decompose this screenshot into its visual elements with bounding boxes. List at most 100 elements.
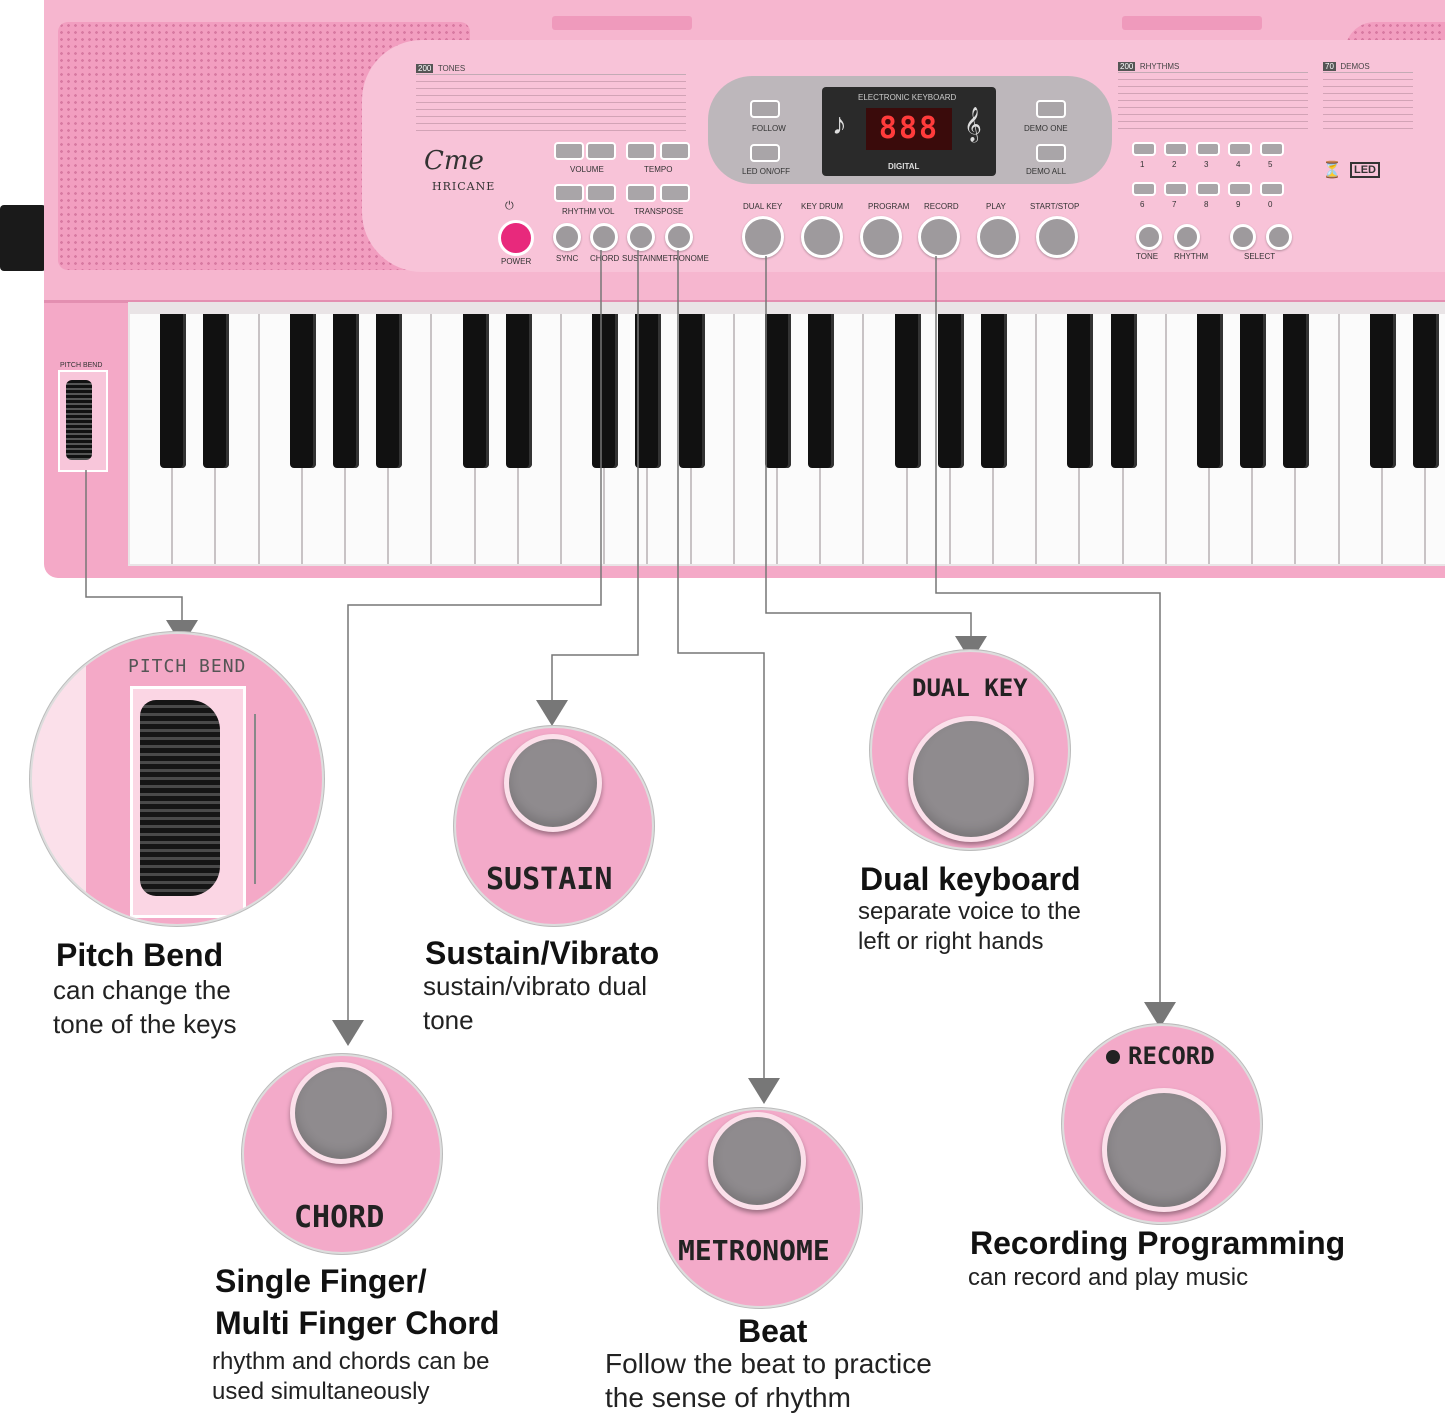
metronome-button[interactable]	[665, 223, 693, 251]
sustain-desc-1: sustain/vibrato dual	[423, 971, 648, 1001]
tempo-down-button[interactable]	[626, 142, 656, 160]
black-key[interactable]	[1283, 314, 1310, 468]
pitch-bend-wheel[interactable]	[66, 380, 92, 460]
black-key[interactable]	[462, 314, 489, 468]
program-button[interactable]	[860, 216, 902, 258]
play-button[interactable]	[977, 216, 1019, 258]
number-key-6[interactable]	[1132, 182, 1156, 196]
metronome-zoom-button	[708, 1112, 806, 1210]
chord-desc-2: used simultaneously	[212, 1378, 430, 1405]
number-key-4[interactable]	[1228, 142, 1252, 156]
record-zoom: RECORD	[1062, 1024, 1262, 1224]
program-label: PROGRAM	[868, 202, 910, 211]
number-key-9[interactable]	[1228, 182, 1252, 196]
record-button[interactable]	[918, 216, 960, 258]
number-key-5[interactable]	[1260, 142, 1284, 156]
number-key-label: 0	[1268, 200, 1273, 209]
select-up-button[interactable]	[1266, 224, 1292, 250]
rhythm-select-button[interactable]	[1174, 224, 1200, 250]
black-key[interactable]	[937, 314, 964, 468]
display-header: ELECTRONIC KEYBOARD	[858, 93, 957, 102]
number-key-label: 3	[1204, 160, 1209, 169]
start-stop-button[interactable]	[1036, 216, 1078, 258]
black-key[interactable]	[678, 314, 705, 468]
chord-button[interactable]	[590, 223, 618, 251]
black-key[interactable]	[333, 314, 359, 468]
keyboard-strap	[0, 205, 46, 271]
demo-one-button[interactable]	[1036, 100, 1066, 118]
number-key-8[interactable]	[1196, 182, 1220, 196]
metronome-zoom-label: METRONOME	[678, 1234, 830, 1267]
tone-label: TONE	[1136, 252, 1159, 261]
music-stand-slot	[552, 16, 692, 30]
rhythm-label: RHYTHM	[1174, 252, 1209, 261]
transpose-down-button[interactable]	[626, 184, 656, 202]
follow-button[interactable]	[750, 100, 780, 118]
number-key-0[interactable]	[1260, 182, 1284, 196]
rhythms-header: 200 RHYTHMS	[1118, 62, 1180, 71]
key-drum-label: KEY DRUM	[801, 202, 844, 211]
demos-header: 70 DEMOS	[1323, 62, 1370, 71]
rhythm-vol-down-button[interactable]	[554, 184, 584, 202]
black-key[interactable]	[981, 314, 1007, 468]
power-button[interactable]	[498, 220, 534, 256]
select-down-button[interactable]	[1230, 224, 1256, 250]
sustain-desc-2: tone	[423, 1005, 474, 1035]
black-key[interactable]	[1240, 314, 1267, 468]
number-key-label: 8	[1204, 200, 1209, 209]
sync-button[interactable]	[553, 223, 581, 251]
arrow-metronome	[748, 1078, 780, 1104]
rhythm-vol-up-button[interactable]	[586, 184, 616, 202]
led-label: LED ON/OFF	[742, 167, 791, 176]
black-key[interactable]	[376, 314, 403, 468]
black-key[interactable]	[505, 314, 532, 468]
volume-up-button[interactable]	[586, 142, 616, 160]
chord-zoom: CHORD	[242, 1054, 442, 1254]
tones-list	[416, 74, 686, 133]
tone-select-button[interactable]	[1136, 224, 1162, 250]
sustain-zoom-label: SUSTAIN	[486, 862, 613, 897]
black-key[interactable]	[1413, 314, 1439, 468]
tempo-up-button[interactable]	[660, 142, 690, 160]
black-key[interactable]	[635, 314, 662, 468]
number-key-1[interactable]	[1132, 142, 1156, 156]
arrow-record	[1144, 1002, 1176, 1028]
pitch-bend-panel-label: PITCH BEND	[60, 362, 103, 369]
black-key[interactable]	[894, 314, 921, 468]
sustain-button[interactable]	[627, 223, 655, 251]
dual-key-zoom-label: DUAL KEY	[912, 674, 1028, 702]
dual-key-button[interactable]	[742, 216, 784, 258]
number-key-2[interactable]	[1164, 142, 1188, 156]
black-key[interactable]	[1110, 314, 1137, 468]
power-label: POWER	[501, 257, 532, 266]
leader-pitch-bend	[85, 470, 183, 620]
black-key[interactable]	[160, 314, 187, 468]
black-key[interactable]	[808, 314, 835, 468]
black-key[interactable]	[203, 314, 230, 468]
number-key-3[interactable]	[1196, 142, 1220, 156]
black-key[interactable]	[1197, 314, 1223, 468]
volume-down-button[interactable]	[554, 142, 584, 160]
key-drum-button[interactable]	[801, 216, 843, 258]
record-desc-1: can record and play music	[968, 1264, 1249, 1291]
led-toggle-button[interactable]	[750, 144, 780, 162]
pitch-bend-scale	[254, 714, 256, 884]
black-key[interactable]	[1067, 314, 1094, 468]
number-key-7[interactable]	[1164, 182, 1188, 196]
rhythm-vol-label: RHYTHM VOL	[562, 207, 615, 216]
leader-record	[935, 256, 1161, 1004]
transpose-up-button[interactable]	[660, 184, 690, 202]
black-key[interactable]	[592, 314, 619, 468]
black-key[interactable]	[765, 314, 791, 468]
black-key[interactable]	[289, 314, 316, 468]
number-key-label: 5	[1268, 160, 1273, 169]
metronome-desc-2: the sense of rhythm	[605, 1382, 851, 1413]
sustain-title: Sustain/Vibrato	[425, 935, 660, 971]
chord-desc-1: rhythm and chords can be	[212, 1348, 490, 1375]
arrow-sustain	[536, 700, 568, 726]
sustain-zoom-button	[504, 734, 602, 832]
record-title: Recording Programming	[970, 1225, 1346, 1261]
demo-all-button[interactable]	[1036, 144, 1066, 162]
black-key[interactable]	[1369, 314, 1396, 468]
